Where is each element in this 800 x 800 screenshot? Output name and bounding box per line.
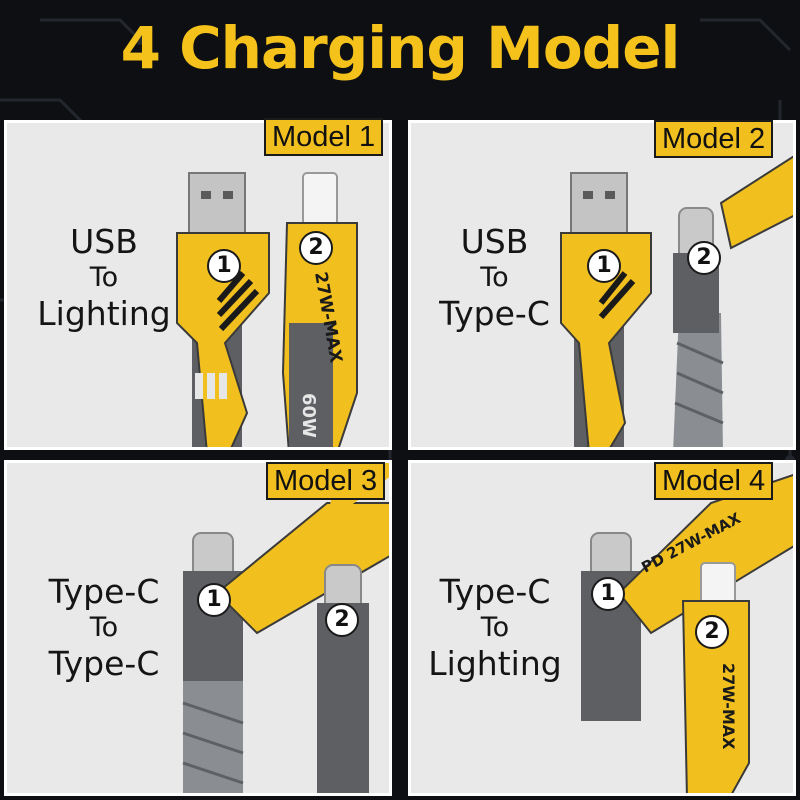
connector-2-badge: 2 (695, 615, 729, 649)
connector-1-badge: 1 (587, 249, 621, 283)
page-title: 4 Charging Model (120, 14, 681, 82)
connector-2-badge: 2 (687, 241, 721, 275)
connector-1-badge: 1 (591, 577, 625, 611)
braided-cable-icon (183, 663, 243, 793)
cable-illustration: PD 27W-MAX 27W-MAX (581, 473, 793, 793)
model-4-caption: Model 4 (654, 462, 774, 500)
connector-2-badge: 2 (299, 231, 333, 265)
connector-2-badge: 2 (325, 603, 359, 637)
model-3-caption: Model 3 (266, 462, 386, 500)
connector-1-badge: 1 (197, 583, 231, 617)
connector-1-badge: 1 (207, 249, 241, 283)
model-2-caption: Model 2 (654, 120, 774, 158)
cable-print-60w: 60W (298, 393, 319, 438)
cable-illustration (560, 155, 793, 447)
cable-print-27w: 27W-MAX (719, 663, 738, 750)
model-1-caption: Model 1 (264, 118, 384, 156)
